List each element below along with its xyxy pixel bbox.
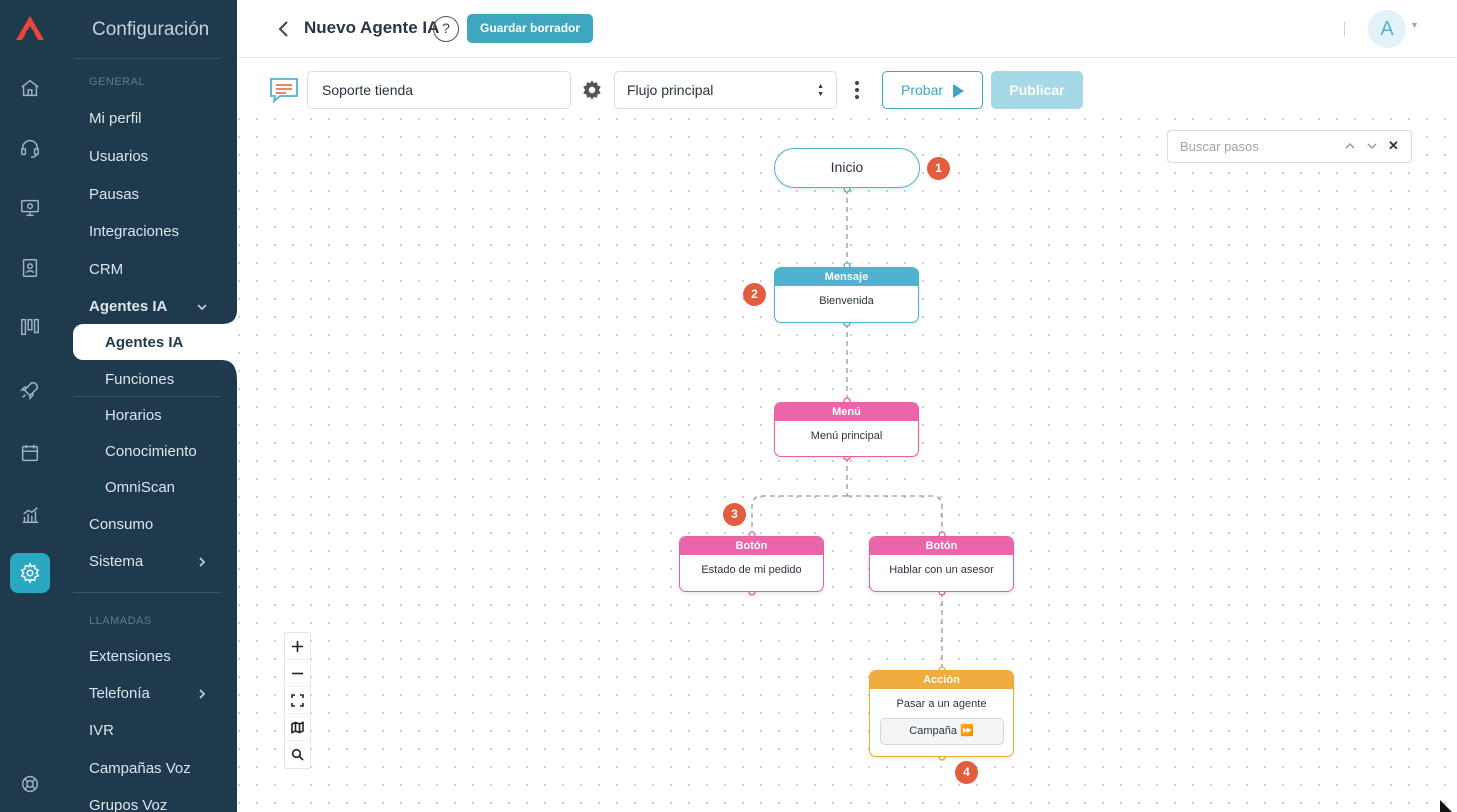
test-button-label: Probar	[901, 82, 944, 98]
search-icon[interactable]	[285, 741, 310, 768]
sidebar-item-funciones[interactable]: Funciones	[105, 371, 175, 388]
zoom-controls	[284, 632, 311, 769]
sidebar-item-pausas[interactable]: Pausas	[89, 186, 140, 203]
sidebar-item-mi-perfil[interactable]: Mi perfil	[89, 110, 142, 127]
campaign-chip[interactable]: Campaña ⏩	[879, 718, 1004, 745]
close-icon[interactable]: ✕	[1388, 138, 1399, 153]
logo-icon[interactable]	[14, 14, 46, 42]
node-type-label: Mensaje	[775, 268, 918, 286]
settings-gear-icon[interactable]	[581, 79, 603, 101]
node-text: Hablar con un asesor	[889, 564, 994, 576]
node-text: Estado de mi pedido	[701, 564, 802, 576]
step-badge-1: 1	[927, 157, 950, 180]
mouse-cursor-icon	[1440, 800, 1452, 812]
sidebar-divider	[73, 592, 221, 593]
step-badge-3: 3	[723, 503, 746, 526]
node-text: Bienvenida	[819, 295, 874, 307]
node-text: Pasar a un agente	[896, 698, 987, 710]
sidebar-item-integraciones[interactable]: Integraciones	[89, 223, 180, 240]
active-item-notch	[222, 296, 237, 324]
sidebar-divider	[73, 396, 221, 397]
sidebar-item-telefonia[interactable]: Telefonía	[89, 685, 150, 702]
sidebar-title: Configuración	[92, 19, 210, 40]
active-item-notch-bottom	[222, 360, 237, 380]
avatar[interactable]: A	[1368, 10, 1406, 48]
minimap-icon[interactable]	[285, 714, 310, 741]
test-button[interactable]: Probar	[882, 71, 983, 109]
help-button[interactable]: ?	[433, 16, 459, 42]
chevron-up-icon[interactable]	[1344, 140, 1356, 152]
chat-icon	[270, 78, 298, 104]
sidebar-item-horarios[interactable]: Horarios	[105, 407, 162, 424]
chart-icon[interactable]	[10, 495, 50, 535]
more-vertical-icon[interactable]	[849, 78, 865, 102]
section-llamadas: LLAMADAS	[89, 615, 152, 627]
sidebar-item-crm[interactable]: CRM	[89, 261, 124, 278]
publish-button[interactable]: Publicar	[991, 71, 1083, 109]
section-general: GENERAL	[89, 76, 146, 88]
headset-icon[interactable]	[10, 128, 50, 168]
sidebar-divider	[73, 58, 221, 59]
sidebar-group-agentes-ia[interactable]: Agentes IA	[89, 298, 168, 315]
node-type-label: Botón	[680, 537, 823, 555]
step-search-input[interactable]: Buscar pasos	[1180, 139, 1259, 154]
chevron-right-icon[interactable]	[196, 556, 208, 568]
node-text: Menú principal	[810, 430, 883, 442]
step-search-panel: Buscar pasos ✕	[1167, 130, 1412, 163]
sidebar-item-campanas-voz[interactable]: Campañas Voz	[89, 760, 191, 777]
step-badge-4: 4	[955, 761, 978, 784]
play-icon	[953, 84, 964, 98]
header-separator	[1344, 22, 1345, 36]
sidebar-item-omniscan[interactable]: OmniScan	[105, 479, 176, 496]
sidebar-item-active-bg	[73, 324, 237, 360]
node-type-label: Botón	[870, 537, 1013, 555]
node-type-label: Menú	[775, 403, 918, 421]
flow-node-menu[interactable]: Menú Menú principal	[774, 402, 919, 457]
sidebar-item-conocimiento[interactable]: Conocimiento	[105, 443, 197, 460]
page-title: Nuevo Agente IA	[304, 18, 440, 37]
flow-node-button-order-status[interactable]: Botón Estado de mi pedido	[679, 536, 824, 592]
flow-node-button-talk-advisor[interactable]: Botón Hablar con un asesor	[869, 536, 1014, 592]
rocket-icon[interactable]	[10, 370, 50, 410]
gear-icon[interactable]	[10, 553, 50, 593]
flow-select-value: Flujo principal	[627, 82, 714, 98]
fit-view-icon[interactable]	[285, 687, 310, 714]
icon-rail	[0, 0, 58, 812]
sidebar-item-extensiones[interactable]: Extensiones	[89, 648, 171, 665]
contacts-icon[interactable]	[10, 248, 50, 288]
node-type-label: Acción	[870, 671, 1013, 689]
kanban-icon[interactable]	[10, 307, 50, 347]
caret-down-icon[interactable]: ▼	[1410, 20, 1419, 30]
zoom-out-icon[interactable]	[285, 660, 310, 687]
sidebar-item-usuarios[interactable]: Usuarios	[89, 148, 149, 165]
step-badge-2: 2	[743, 283, 766, 306]
flow-select[interactable]: Flujo principal ▲▼	[614, 71, 837, 109]
select-arrows-icon: ▲▼	[817, 83, 824, 98]
chevron-right-icon[interactable]	[196, 688, 208, 700]
home-icon[interactable]	[10, 68, 50, 108]
chevron-down-icon[interactable]	[196, 301, 208, 313]
settings-sidebar: Configuración GENERAL Mi perfil Usuarios…	[58, 0, 237, 812]
page-header: Nuevo Agente IA ? Guardar borrador A ▼	[237, 0, 1457, 58]
back-arrow-icon[interactable]	[277, 18, 291, 40]
save-draft-button[interactable]: Guardar borrador	[467, 14, 594, 43]
flow-node-action[interactable]: Acción Pasar a un agente Campaña ⏩	[869, 670, 1014, 757]
agent-name-input[interactable]: Soporte tienda	[307, 71, 571, 109]
sidebar-item-sistema[interactable]: Sistema	[89, 553, 144, 570]
sidebar-item-ivr[interactable]: IVR	[89, 722, 115, 739]
calendar-icon[interactable]	[10, 433, 50, 473]
flow-node-message[interactable]: Mensaje Bienvenida	[774, 267, 919, 323]
monitor-icon[interactable]	[10, 188, 50, 228]
help-lifebuoy-icon[interactable]	[10, 764, 50, 804]
zoom-in-icon[interactable]	[285, 633, 310, 660]
flow-canvas[interactable]	[238, 118, 1457, 812]
sidebar-item-grupos-voz[interactable]: Grupos Voz	[89, 797, 168, 812]
sidebar-item-consumo[interactable]: Consumo	[89, 516, 154, 533]
chevron-down-icon[interactable]	[1366, 140, 1378, 152]
sidebar-item-agentes-ia[interactable]: Agentes IA	[105, 334, 184, 351]
flow-node-start[interactable]: Inicio	[774, 148, 920, 188]
